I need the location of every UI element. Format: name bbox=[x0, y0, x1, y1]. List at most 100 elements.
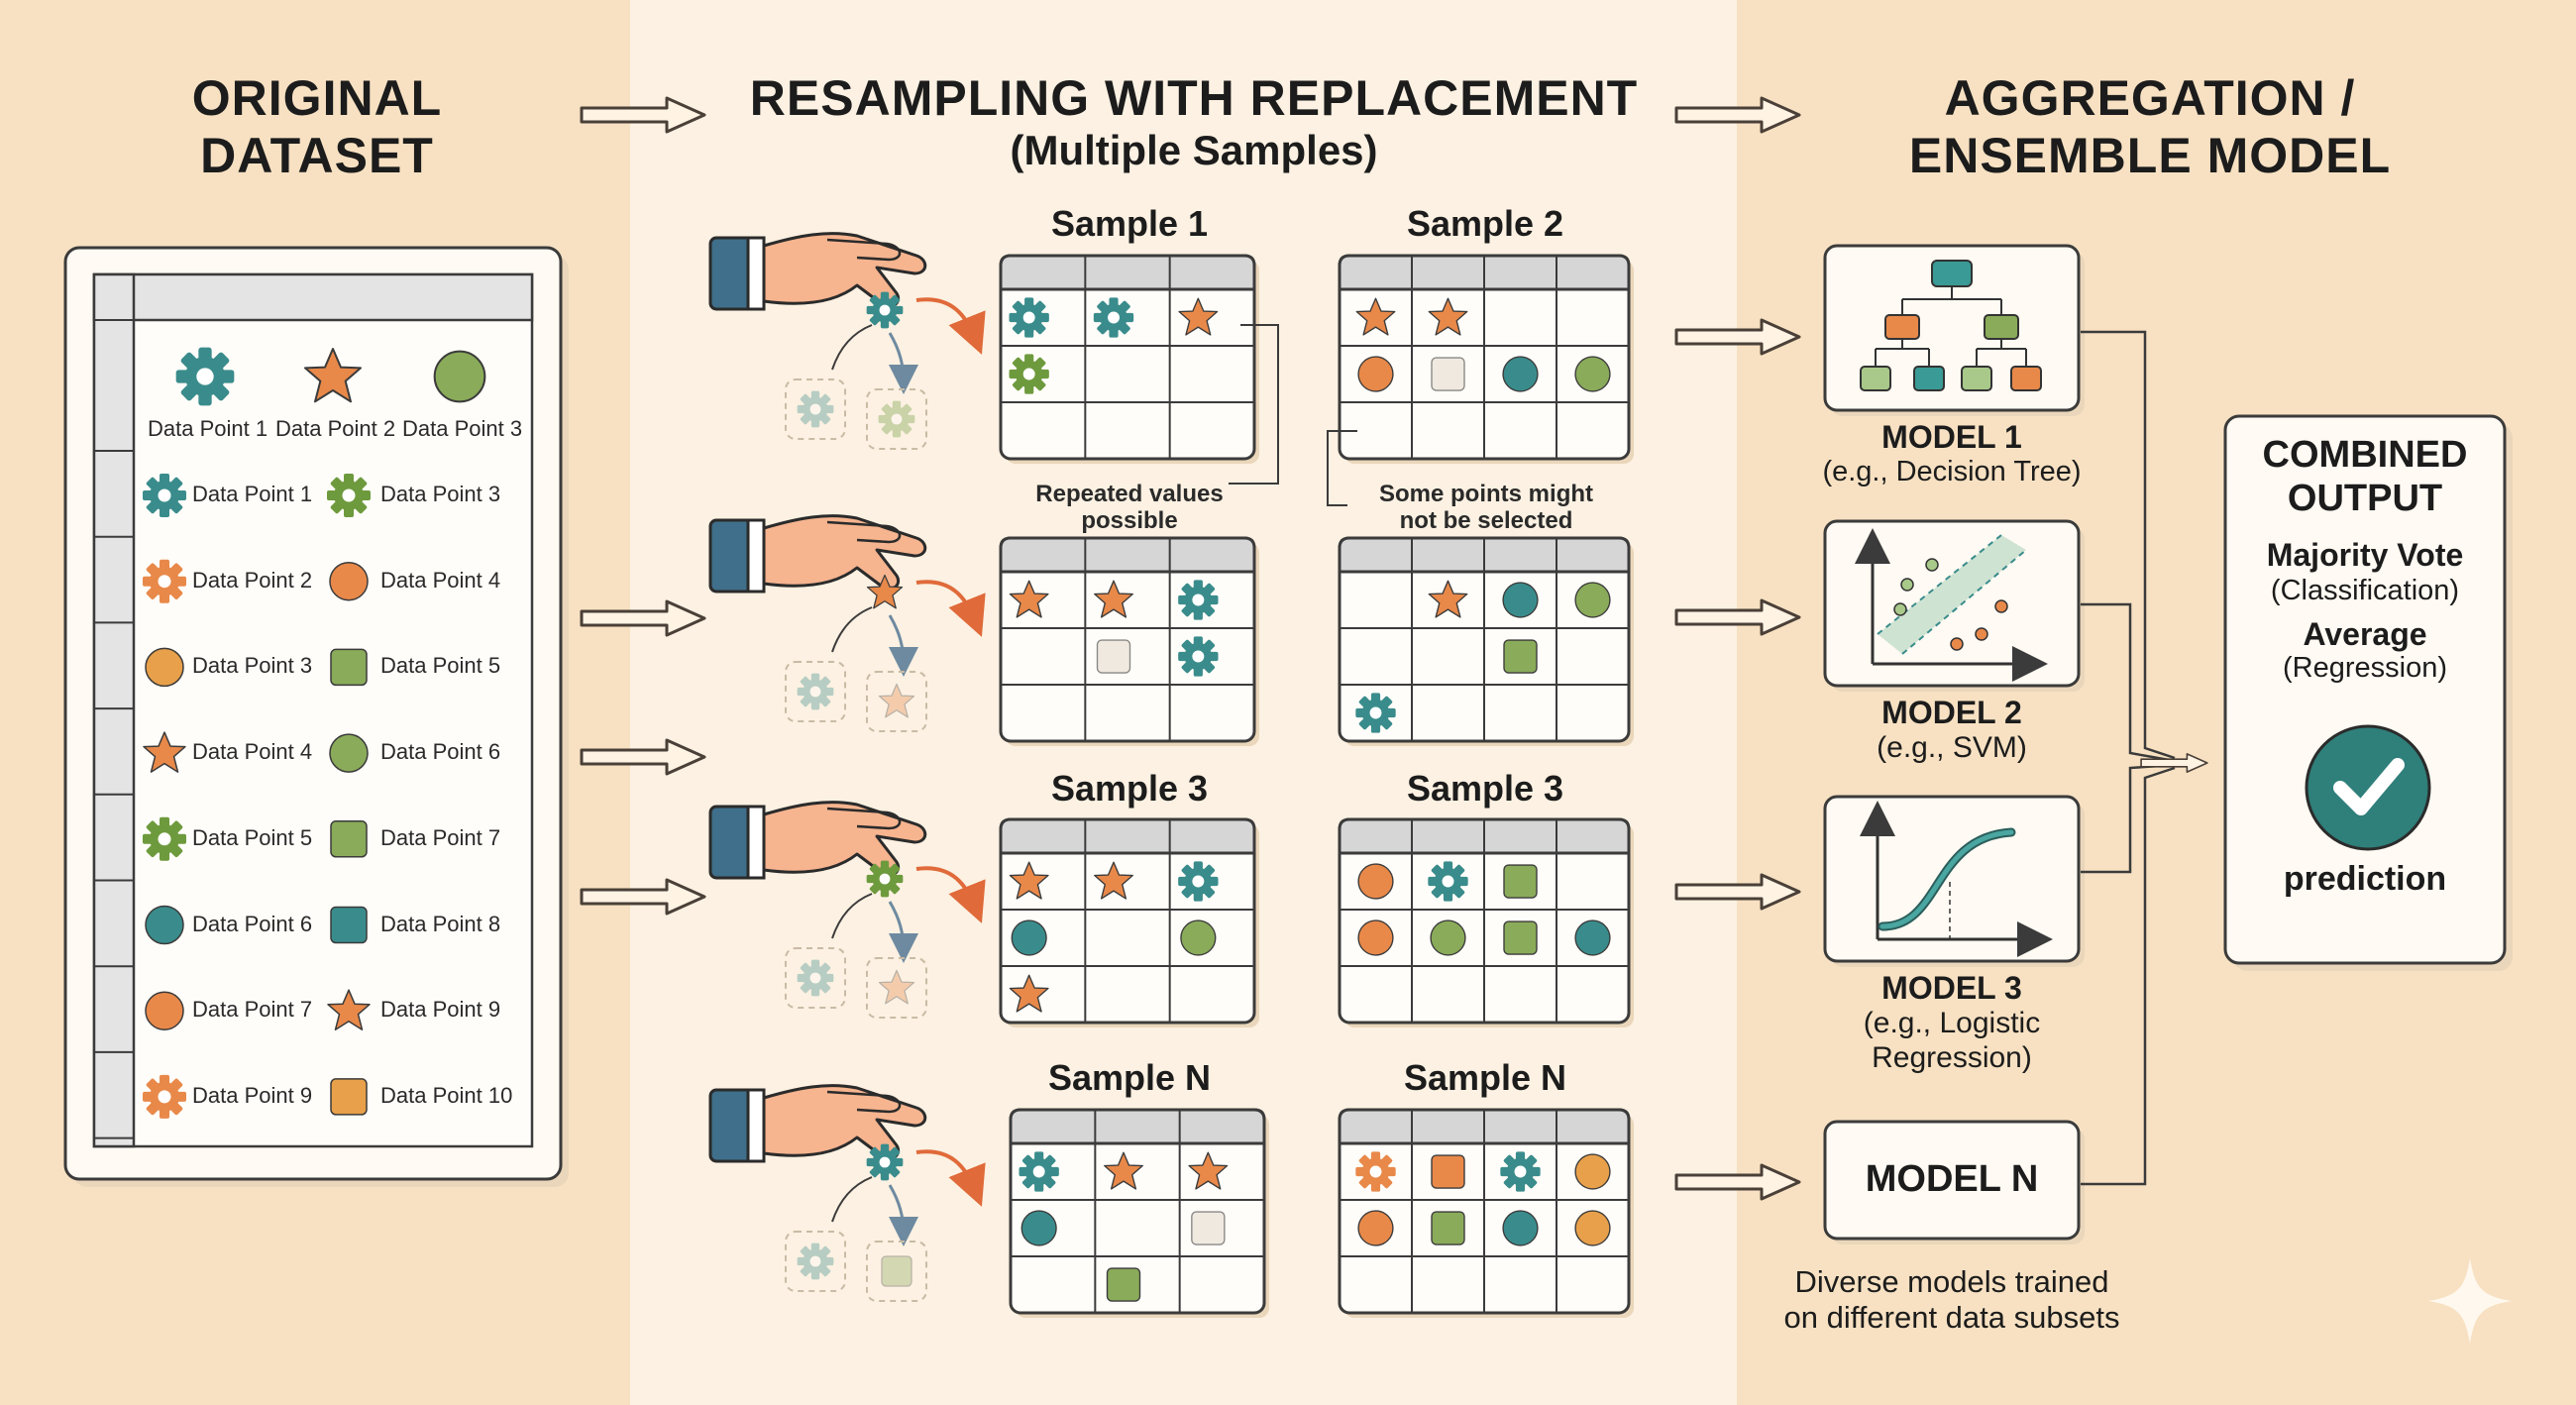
gear-icon bbox=[175, 347, 235, 406]
sample-grid bbox=[1338, 817, 1634, 1027]
square-icon bbox=[330, 906, 368, 944]
dataset-row-label: Data Point 7 bbox=[192, 997, 313, 1023]
title-line: OUTPUT bbox=[2287, 478, 2443, 519]
circle-icon bbox=[1502, 582, 1539, 618]
decision-tree-icon bbox=[1860, 260, 2042, 391]
model-2-box bbox=[1823, 519, 2085, 692]
flow-arrow bbox=[1674, 598, 1801, 636]
circle-icon bbox=[1357, 919, 1394, 956]
dataset-row-label: Data Point 1 bbox=[192, 482, 313, 506]
circle-icon bbox=[1502, 1210, 1539, 1246]
gear-icon bbox=[866, 291, 904, 329]
gear-icon bbox=[797, 673, 834, 710]
sparkle-icon bbox=[2428, 1258, 2512, 1344]
sampling-hands bbox=[708, 232, 986, 1302]
combined-output-title: COMBINED OUTPUT bbox=[2221, 433, 2509, 520]
sample-title: Sample 3 bbox=[1050, 768, 1209, 809]
circle-icon bbox=[1357, 1210, 1394, 1246]
title-line: AGGREGATION / bbox=[1944, 70, 2356, 126]
star-icon bbox=[878, 969, 915, 1005]
flow-arrow bbox=[580, 599, 706, 637]
circle-icon bbox=[1020, 1210, 1057, 1246]
gear-icon bbox=[878, 400, 915, 438]
gear-icon bbox=[143, 816, 186, 861]
sample-grids bbox=[999, 254, 1634, 1318]
gear-icon bbox=[327, 474, 371, 517]
dataset-row-label: Data Point 4 bbox=[380, 567, 501, 593]
flow-arrow bbox=[580, 878, 706, 916]
repeated-values-note: Repeated values possible bbox=[991, 481, 1268, 534]
resampling-subtitle: (Multiple Samples) bbox=[1010, 127, 1378, 173]
dataset-row-label: Data Point 9 bbox=[192, 1082, 313, 1108]
sample-grid bbox=[1338, 1108, 1634, 1318]
empty-slot-icon bbox=[1096, 639, 1131, 674]
flow-arrow bbox=[1674, 318, 1801, 356]
sample-title: Sample N bbox=[1047, 1057, 1212, 1098]
model-n-box bbox=[1823, 1120, 2085, 1244]
square-icon bbox=[1106, 1267, 1141, 1302]
square-icon bbox=[330, 820, 368, 858]
circle-icon bbox=[1357, 356, 1394, 392]
gear-icon bbox=[143, 559, 186, 603]
model-3-description: Regression) bbox=[1872, 1041, 2032, 1074]
square-icon bbox=[1503, 639, 1538, 674]
model-2-name: MODEL 2 bbox=[1881, 695, 2022, 730]
circle-icon bbox=[1574, 582, 1611, 618]
title-line: ORIGINAL bbox=[191, 70, 443, 126]
pick-arrow bbox=[915, 297, 986, 355]
gear-icon bbox=[143, 474, 186, 517]
model-n-name: MODEL N bbox=[1865, 1158, 2039, 1200]
note-connector bbox=[1327, 430, 1357, 506]
title-line: DATASET bbox=[200, 128, 434, 183]
combined-output-box bbox=[2223, 414, 2513, 971]
gear-icon bbox=[1355, 1151, 1396, 1192]
dataset-row-label: Data Point 5 bbox=[192, 824, 313, 850]
dataset-row-label: Data Point 10 bbox=[380, 1082, 513, 1108]
dataset-header-label: Data Point 2 bbox=[275, 416, 396, 441]
sample-grid bbox=[1338, 536, 1634, 746]
model-2-description: (e.g., SVM) bbox=[1877, 731, 2027, 764]
return-arrow bbox=[888, 332, 918, 394]
sample-grid bbox=[1009, 1108, 1269, 1318]
circle-icon bbox=[1430, 919, 1466, 956]
circle-icon bbox=[145, 647, 184, 688]
star-icon bbox=[878, 683, 915, 718]
return-arrow bbox=[888, 1184, 918, 1246]
gear-icon bbox=[866, 1143, 904, 1181]
sample-title: Sample N bbox=[1403, 1057, 1567, 1098]
original-dataset-card bbox=[63, 246, 569, 1187]
gear-icon bbox=[797, 390, 834, 428]
classification-label: (Classification) bbox=[2270, 575, 2460, 606]
sample-title: Sample 1 bbox=[1050, 203, 1209, 244]
dataset-row-label: Data Point 9 bbox=[380, 997, 501, 1023]
note-line: Repeated values bbox=[1035, 481, 1224, 507]
regression-label: (Regression) bbox=[2283, 652, 2447, 684]
flow-arrow bbox=[580, 738, 706, 776]
model-1-name: MODEL 1 bbox=[1881, 419, 2022, 455]
pick-arrow bbox=[915, 580, 986, 637]
gear-icon bbox=[1178, 861, 1219, 902]
circle-icon bbox=[1357, 863, 1394, 900]
square-icon bbox=[1431, 1154, 1465, 1189]
title-line: COMBINED bbox=[2262, 434, 2468, 476]
diverse-models-note: Diverse models trained on different data… bbox=[1744, 1264, 2160, 1336]
logistic-curve-icon bbox=[1860, 801, 2053, 957]
note-line: Some points might bbox=[1379, 481, 1593, 507]
square-icon bbox=[1503, 920, 1538, 955]
note-line: on different data subsets bbox=[1783, 1300, 2120, 1335]
empty-slot-icon bbox=[1431, 357, 1465, 391]
empty-slot-icon bbox=[1191, 1211, 1226, 1245]
circle-icon bbox=[1574, 1153, 1611, 1190]
original-dataset-title: ORIGINAL DATASET bbox=[59, 69, 575, 184]
checkmark-icon bbox=[2305, 724, 2431, 851]
circle-icon bbox=[1574, 919, 1611, 956]
pick-arrow bbox=[915, 866, 986, 923]
dataset-header-label: Data Point 3 bbox=[402, 416, 523, 441]
gear-icon bbox=[797, 959, 834, 997]
dataset-row-label: Data Point 3 bbox=[380, 482, 501, 506]
model-3-name: MODEL 3 bbox=[1881, 970, 2022, 1006]
gear-icon bbox=[797, 1243, 834, 1280]
dataset-row-dividers bbox=[94, 450, 134, 1139]
gear-icon bbox=[1178, 636, 1219, 677]
average-label: Average bbox=[2303, 616, 2427, 652]
